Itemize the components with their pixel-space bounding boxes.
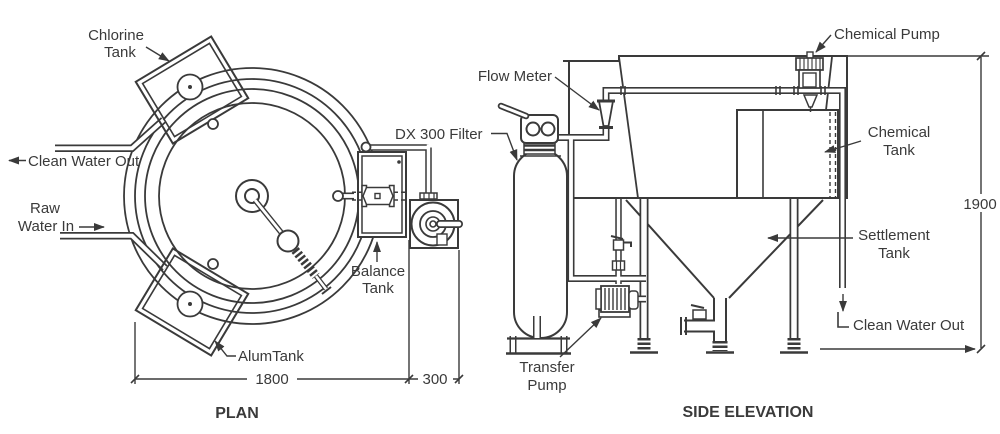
transfer-pump-label-2: Pump (527, 377, 566, 394)
settlement-tank-label: Settlement (858, 227, 931, 244)
chemical-pump (795, 51, 824, 112)
chemical-tank-label-2: Tank (883, 142, 915, 159)
transfer-pump-label: Transfer (519, 359, 574, 376)
tank-outlet-union (332, 184, 407, 208)
height-dimension: 1900 (820, 51, 1000, 354)
chlorine-tank-leader (145, 46, 170, 62)
side-elevation-labels: Flow Meter Chemical Pump Chemical Tank S… (478, 26, 965, 421)
alum-tank-label: AlumTank (238, 348, 304, 365)
flow-meter-label: Flow Meter (478, 68, 552, 85)
clean-water-out-pipe (55, 117, 167, 152)
dx300-filter-leader (491, 132, 518, 161)
ring-port (360, 141, 372, 153)
clean-water-out-label-plan: Clean Water Out (28, 153, 140, 170)
plan-title: PLAN (215, 405, 259, 422)
alum-feed-port-center (188, 302, 192, 306)
side-elevation-title: SIDE ELEVATION (683, 404, 814, 421)
floor-port-bottom (207, 258, 219, 270)
plan-dimensions: 1800 300 (130, 240, 464, 388)
clean-water-out-label-side: Clean Water Out (853, 317, 965, 334)
raw-water-in-label: Raw (30, 200, 60, 217)
dimension-1900: 1900 (963, 196, 996, 213)
balance-tank-label-2: Tank (362, 280, 394, 297)
tank-legs (630, 199, 808, 354)
chlorine-tank-label-2: Tank (104, 44, 136, 61)
drain-valve (692, 309, 707, 320)
chemical-pump-leader (815, 34, 832, 53)
transfer-pump (595, 285, 639, 318)
alum-tank-leader (214, 340, 236, 357)
sludge-drain (680, 298, 727, 341)
chlorine-tank-label: Chlorine (88, 27, 144, 44)
flow-meter-leader (554, 76, 600, 111)
dx300-filter-label: DX 300 Filter (395, 126, 483, 143)
chlorine-feed-port-center (188, 85, 192, 89)
flow-meter-device (597, 99, 615, 129)
chemical-tank-leader (824, 140, 862, 153)
plan-labels: Chlorine Tank Clean Water Out Raw Water … (8, 27, 518, 422)
process-piping (557, 86, 846, 303)
dimension-1800: 1800 (255, 371, 288, 388)
raw-water-in-label-2: Water In (18, 218, 74, 235)
transfer-pump-leader (559, 317, 602, 358)
clean-water-outlet (837, 294, 849, 328)
sample-tap (610, 235, 632, 271)
dx300-filter-vessel (497, 102, 571, 355)
settlement-tank-label-2: Tank (878, 245, 910, 262)
side-elevation-view: 1900 Flow Meter Chemical Pump Chemical T… (478, 26, 1000, 421)
alum-tank (134, 247, 250, 357)
scraper-mechanism (207, 118, 332, 295)
chemical-tank (736, 109, 839, 199)
chemical-pump-label: Chemical Pump (834, 26, 940, 43)
chemical-injector (802, 94, 819, 108)
filter-feed-pump-plan (360, 141, 463, 249)
chemical-tank-label: Chemical (868, 124, 931, 141)
floor-port-top (207, 118, 219, 130)
dimension-300: 300 (422, 371, 447, 388)
balance-tank-label: Balance (351, 263, 405, 280)
raw-water-in-pipe (60, 232, 168, 271)
plan-view: 1800 300 Chlorine Tank Clean Water Out R… (8, 27, 518, 422)
